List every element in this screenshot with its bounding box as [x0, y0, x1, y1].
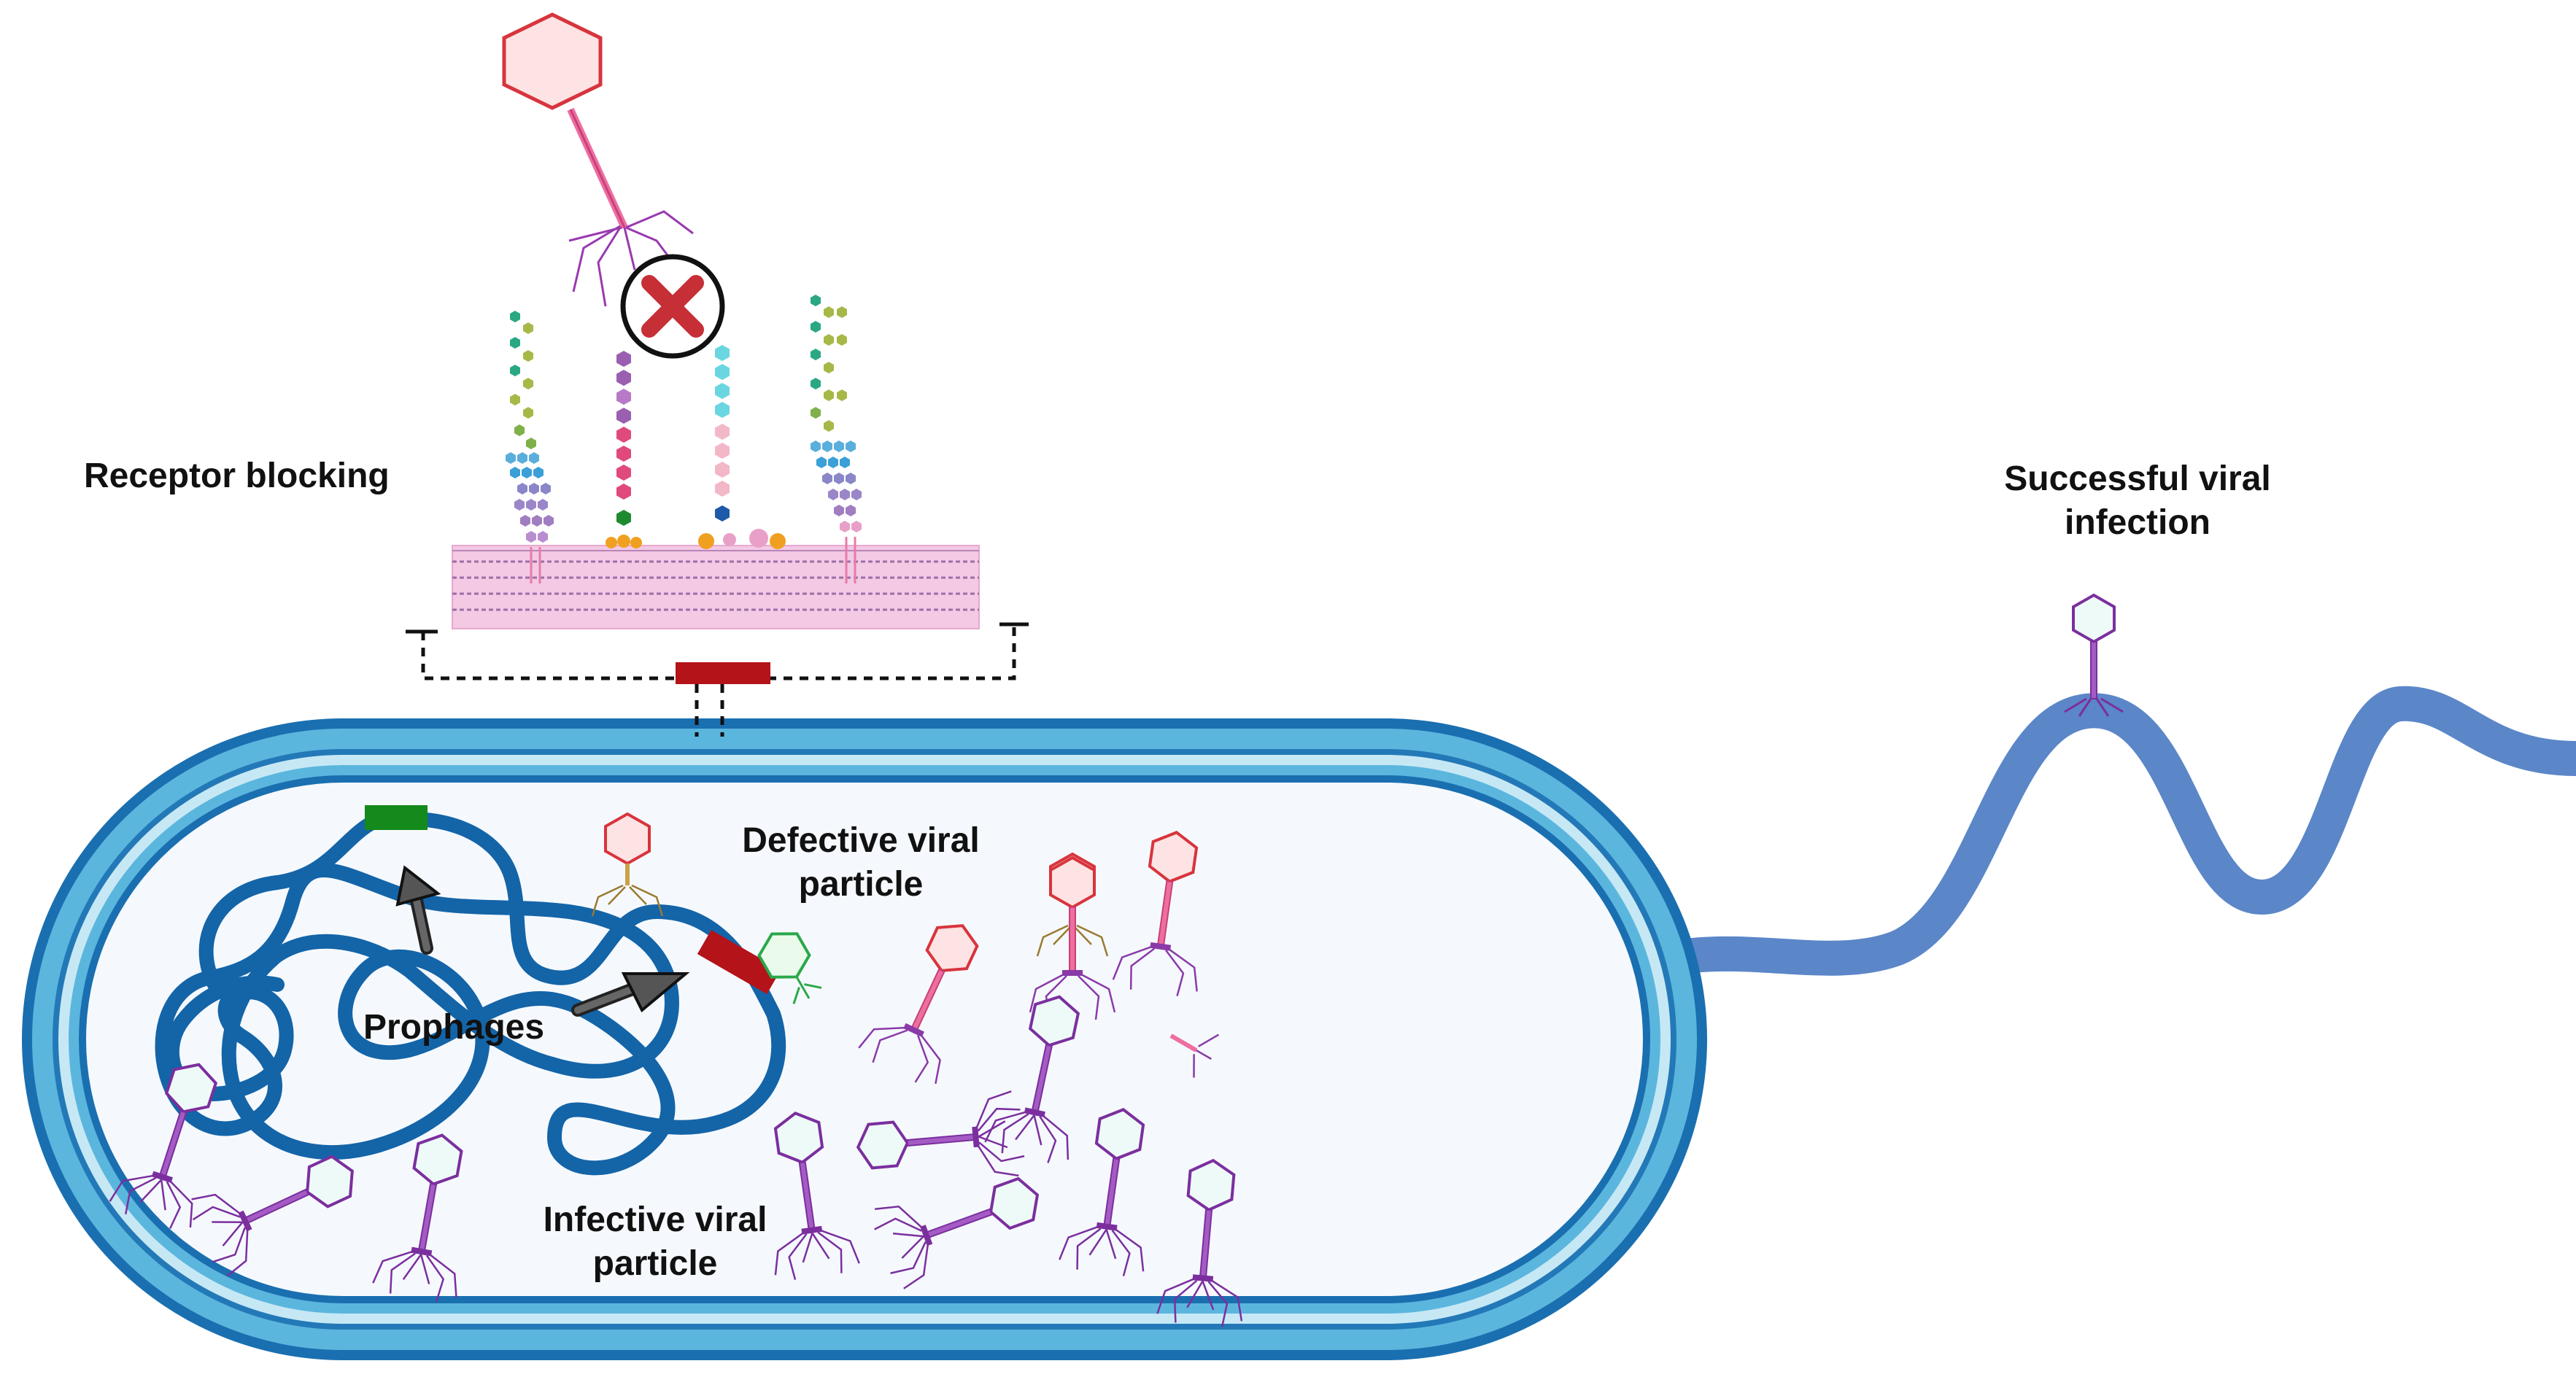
connector-lines [406, 622, 1029, 737]
bacterial-cell [22, 718, 1707, 1360]
lps-chain-purple-red [606, 351, 642, 548]
label-defective-line2: particle [799, 865, 924, 904]
label-successful-line2: infection [2065, 503, 2211, 542]
arrow-icon [395, 865, 441, 955]
blocked-phage [502, 12, 694, 307]
phage-icon [2064, 593, 2124, 717]
label-defective-line1: Defective viral [742, 821, 980, 860]
flagellum [1675, 686, 2576, 976]
prophage-segment-red [697, 930, 781, 994]
label-receptor-blocking: Receptor blocking [84, 457, 390, 495]
prophage-segment-green [365, 805, 428, 830]
phage-icon [757, 932, 822, 1004]
blocked-x-icon [620, 254, 725, 359]
label-infective-line2: particle [593, 1244, 718, 1283]
label-successful-line1: Successful viral [2004, 459, 2271, 498]
lps-chain-teal-pink [698, 345, 786, 549]
label-infective-line1: Infective viral [544, 1200, 767, 1239]
lps-chain-right [811, 295, 862, 583]
lps-chain-left [506, 311, 554, 583]
phage-icon [1169, 1033, 1220, 1078]
arrow-icon [571, 972, 690, 1017]
label-prophages: Prophages [363, 1008, 544, 1047]
prophage-marker [676, 662, 770, 684]
